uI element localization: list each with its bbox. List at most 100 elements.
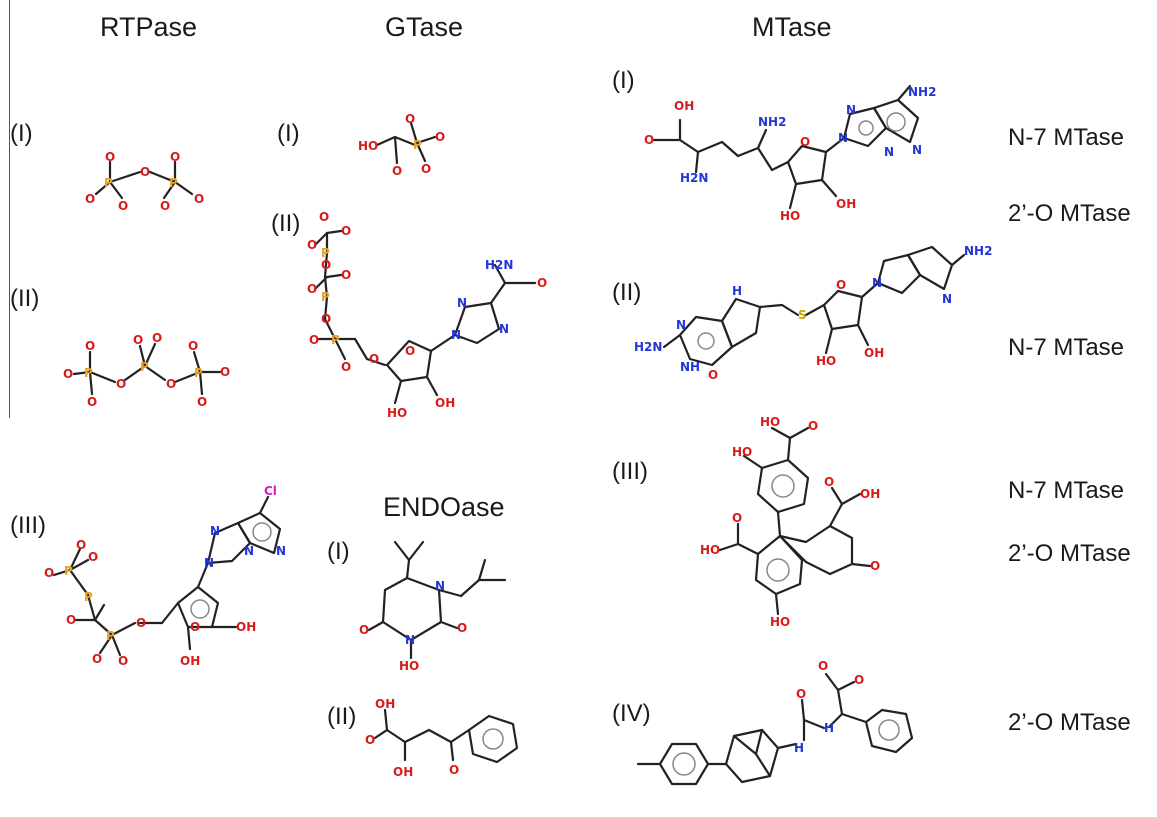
atom-o: O (708, 368, 718, 382)
atom-ho: HO (760, 415, 780, 429)
atom-p: P (84, 590, 93, 604)
target-ii-n7: N-7 MTase (1008, 334, 1125, 361)
atom-o: O (824, 475, 834, 489)
atom-o: O (321, 258, 331, 272)
endoase-label-i: (I) (327, 538, 350, 565)
gtase-label-ii: (II) (271, 210, 301, 237)
atom-nh: H (732, 284, 742, 298)
atom-o: O (88, 550, 98, 564)
mtase-ii-structure: H2N N NH O H S O HO OH N N NH2 (634, 244, 992, 382)
atom-o: O (160, 199, 170, 213)
atom-n: N (276, 544, 286, 558)
atom-oh: OH (236, 620, 256, 634)
atom-o: O (118, 199, 128, 213)
atom-o: O (116, 377, 126, 391)
atom-n: N (210, 524, 220, 538)
atom-p: P (64, 564, 73, 578)
atom-o: O (136, 616, 146, 630)
section-divider (9, 0, 10, 418)
atom-n: N (912, 143, 922, 157)
atom-oh: OH (674, 99, 694, 113)
atom-nh2: NH2 (908, 85, 936, 99)
rtpase-label-iii: (III) (10, 512, 46, 539)
atom-o: O (321, 312, 331, 326)
atom-ho: HO (358, 139, 378, 153)
atom-p: P (321, 290, 330, 304)
atom-o: O (732, 511, 742, 525)
rtpase-label-ii: (II) (10, 285, 40, 312)
atom-n: N (451, 328, 461, 342)
rtpase-i-structure: P P O O O O O O O (85, 150, 204, 213)
target-i-2o: 2’-O MTase (1008, 200, 1131, 227)
atom-o: O (854, 673, 864, 687)
atom-o: O (190, 620, 200, 634)
atom-p: P (413, 138, 422, 152)
gtase-ii-structure: O P O O O P O O O P O O O O HO OH N N N … (307, 210, 547, 420)
mtase-iv-structure: H O H O O (636, 659, 914, 786)
atom-o: O (133, 333, 143, 347)
atom-n: N (676, 318, 686, 332)
atom-p: P (194, 366, 203, 380)
atom-o: O (309, 333, 319, 347)
atom-o: O (188, 339, 198, 353)
atom-ho: HO (387, 406, 407, 420)
atom-p: P (84, 366, 93, 380)
atom-p: P (106, 629, 115, 643)
atom-oh: OH (180, 654, 200, 668)
atom-o: O (796, 687, 806, 701)
atom-ho: HO (770, 615, 790, 629)
header-rtpase: RTPase (100, 12, 198, 42)
rtpase-label-i: (I) (10, 120, 33, 147)
mtase-iii-structure: HO HO O OH O O HO O HO (700, 415, 880, 629)
atom-p: P (104, 176, 113, 190)
atom-o: O (118, 654, 128, 668)
atom-o: O (392, 164, 402, 178)
atom-o: O (359, 623, 369, 637)
atom-p: P (169, 176, 178, 190)
atom-n: N (244, 544, 254, 558)
atom-o: O (85, 192, 95, 206)
header-endoase: ENDOase (383, 492, 505, 522)
atom-h2n: H2N (634, 340, 662, 354)
atom-nh: H (824, 721, 834, 735)
gtase-i-structure: HO O P O O O (358, 112, 445, 178)
atom-o: O (365, 733, 375, 747)
atom-o: O (92, 652, 102, 666)
atom-oh: OH (435, 396, 455, 410)
atom-o: O (319, 210, 329, 224)
gtase-label-i: (I) (277, 120, 300, 147)
atom-o: O (341, 268, 351, 282)
atom-cl: Cl (264, 484, 277, 498)
atom-oh: OH (860, 487, 880, 501)
atom-ho: HO (399, 659, 419, 673)
atom-o: O (405, 344, 415, 358)
endoase-ii-structure: OH O OH O (365, 697, 519, 779)
atom-o: O (152, 331, 162, 345)
rtpase-iii-structure: P P P O O O O O O O O OH OH N N N N Cl (44, 484, 286, 668)
atom-o: O (800, 135, 810, 149)
atom-o: O (220, 365, 230, 379)
atom-ho: HO (700, 543, 720, 557)
atom-o: O (405, 112, 415, 126)
atom-n: N (884, 145, 894, 159)
atom-o: O (421, 162, 431, 176)
atom-o: O (170, 150, 180, 164)
atom-o: O (870, 559, 880, 573)
atom-o: O (457, 621, 467, 635)
atom-o: O (435, 130, 445, 144)
atom-o: O (85, 339, 95, 353)
atom-n: N (204, 556, 214, 570)
atom-n: N (499, 322, 509, 336)
atom-nh2: NH2 (964, 244, 992, 258)
atom-o: O (369, 352, 379, 366)
mtase-label-i: (I) (612, 67, 635, 94)
atom-h2n: H2N (485, 258, 513, 272)
target-iv-2o: 2’-O MTase (1008, 709, 1131, 736)
atom-o: O (166, 377, 176, 391)
endoase-i-structure: N O O N HO (359, 540, 507, 673)
atom-o: O (836, 278, 846, 292)
atom-n: N (435, 579, 445, 593)
atom-o: O (537, 276, 547, 290)
atom-s: S (798, 308, 807, 322)
atom-o: O (818, 659, 828, 673)
